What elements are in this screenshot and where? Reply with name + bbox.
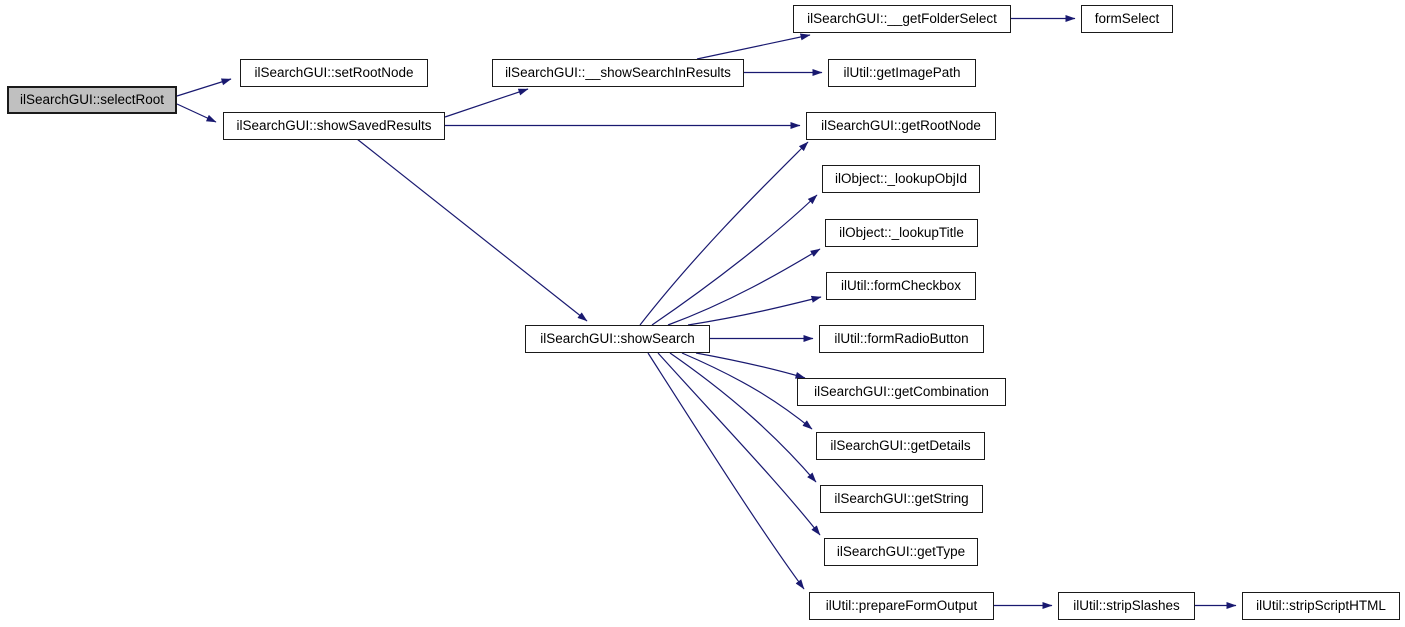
node-getCombination[interactable]: ilSearchGUI::getCombination xyxy=(797,378,1006,406)
edge-showSearchInResults-getFolderSelect xyxy=(696,33,811,60)
node-selectRoot: ilSearchGUI::selectRoot xyxy=(7,86,177,114)
edge-showSearch-getType xyxy=(657,352,821,536)
edge-showSearch-getRootNode xyxy=(639,141,809,326)
node-lookupTitle[interactable]: ilObject::_lookupTitle xyxy=(825,219,978,247)
edge-showSavedResults-showSearch xyxy=(356,138,588,322)
edge-showSearch-getCombination xyxy=(695,352,806,379)
edge-showSearch-lookupObjId xyxy=(651,194,818,326)
node-getImagePath[interactable]: ilUtil::getImagePath xyxy=(828,59,976,87)
node-showSearchInResults[interactable]: ilSearchGUI::__showSearchInResults xyxy=(492,59,744,87)
node-formCheckbox[interactable]: ilUtil::formCheckbox xyxy=(826,272,976,300)
node-showSearch[interactable]: ilSearchGUI::showSearch xyxy=(525,325,710,353)
edge-showSearch-getDetails xyxy=(681,352,813,430)
node-getFolderSelect[interactable]: ilSearchGUI::__getFolderSelect xyxy=(793,5,1011,33)
node-showSavedResults[interactable]: ilSearchGUI::showSavedResults xyxy=(223,112,445,140)
node-getString[interactable]: ilSearchGUI::getString xyxy=(820,485,983,513)
edge-selectRoot-showSavedResults xyxy=(176,103,217,123)
node-stripScriptHTML[interactable]: ilUtil::stripScriptHTML xyxy=(1242,592,1400,620)
edge-showSearch-getString xyxy=(669,352,817,483)
edge-showSearch-lookupTitle xyxy=(667,248,821,326)
node-setRootNode[interactable]: ilSearchGUI::setRootNode xyxy=(240,59,428,87)
edge-showSearch-prepareFormOutput xyxy=(647,352,805,590)
node-prepareFormOutput[interactable]: ilUtil::prepareFormOutput xyxy=(809,592,994,620)
node-getRootNode[interactable]: ilSearchGUI::getRootNode xyxy=(806,112,996,140)
node-lookupObjId[interactable]: ilObject::_lookupObjId xyxy=(822,165,980,193)
edge-showSavedResults-showSearchInResults xyxy=(444,88,529,118)
node-formRadioButton[interactable]: ilUtil::formRadioButton xyxy=(819,325,984,353)
edge-selectRoot-setRootNode xyxy=(176,78,232,97)
node-formSelect[interactable]: formSelect xyxy=(1081,5,1173,33)
node-getType[interactable]: ilSearchGUI::getType xyxy=(824,538,978,566)
node-stripSlashes[interactable]: ilUtil::stripSlashes xyxy=(1058,592,1195,620)
node-getDetails[interactable]: ilSearchGUI::getDetails xyxy=(816,432,985,460)
edge-showSearch-formCheckbox xyxy=(687,295,822,326)
